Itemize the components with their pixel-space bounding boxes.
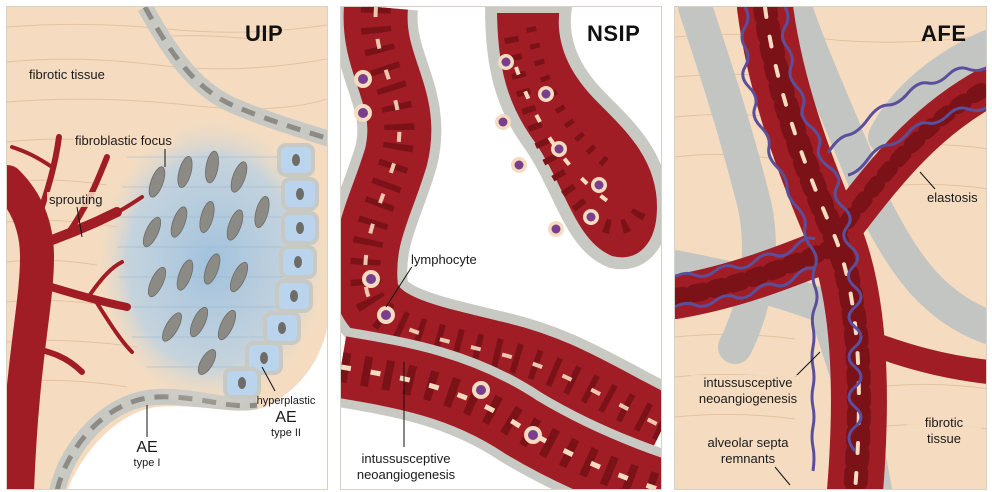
label-hyperplastic: hyperplastic: [251, 395, 321, 408]
label-afe-neoangiogenesis: neoangiogenesis: [691, 391, 805, 406]
label-fibroblastic-focus: fibroblastic focus: [73, 133, 174, 148]
nsip-illustration: [341, 7, 662, 490]
label-nsip-intussusceptive: intussusceptive: [349, 451, 463, 466]
label-afe-fibrotic: fibrotic: [907, 415, 981, 430]
label-lymphocyte: lymphocyte: [409, 252, 479, 267]
label-fibrotic-tissue: fibrotic tissue: [27, 67, 107, 82]
afe-panel: AFE elastosis intussusceptive neoangioge…: [674, 6, 987, 490]
uip-panel: UIP fibrotic tissue fibroblastic focus s…: [6, 6, 328, 490]
label-nsip-neoangiogenesis: neoangiogenesis: [349, 467, 463, 482]
label-remnants: remnants: [691, 451, 805, 466]
afe-title: AFE: [921, 21, 967, 47]
label-afe-intussusceptive: intussusceptive: [691, 375, 805, 390]
label-alveolar-septa: alveolar septa: [691, 435, 805, 450]
label-ae-type2-main: AE: [251, 409, 321, 426]
label-ae-type1-main: AE: [122, 439, 172, 456]
label-ae-type2-sub: type II: [251, 427, 321, 440]
uip-title: UIP: [245, 21, 283, 47]
label-sprouting: sprouting: [47, 192, 104, 207]
nsip-title: NSIP: [587, 21, 640, 47]
label-afe-tissue: tissue: [907, 431, 981, 446]
label-ae-type1-sub: type I: [122, 457, 172, 470]
nsip-panel: NSIP lymphocyte intussusceptive neoangio…: [340, 6, 662, 490]
label-elastosis: elastosis: [925, 190, 980, 205]
